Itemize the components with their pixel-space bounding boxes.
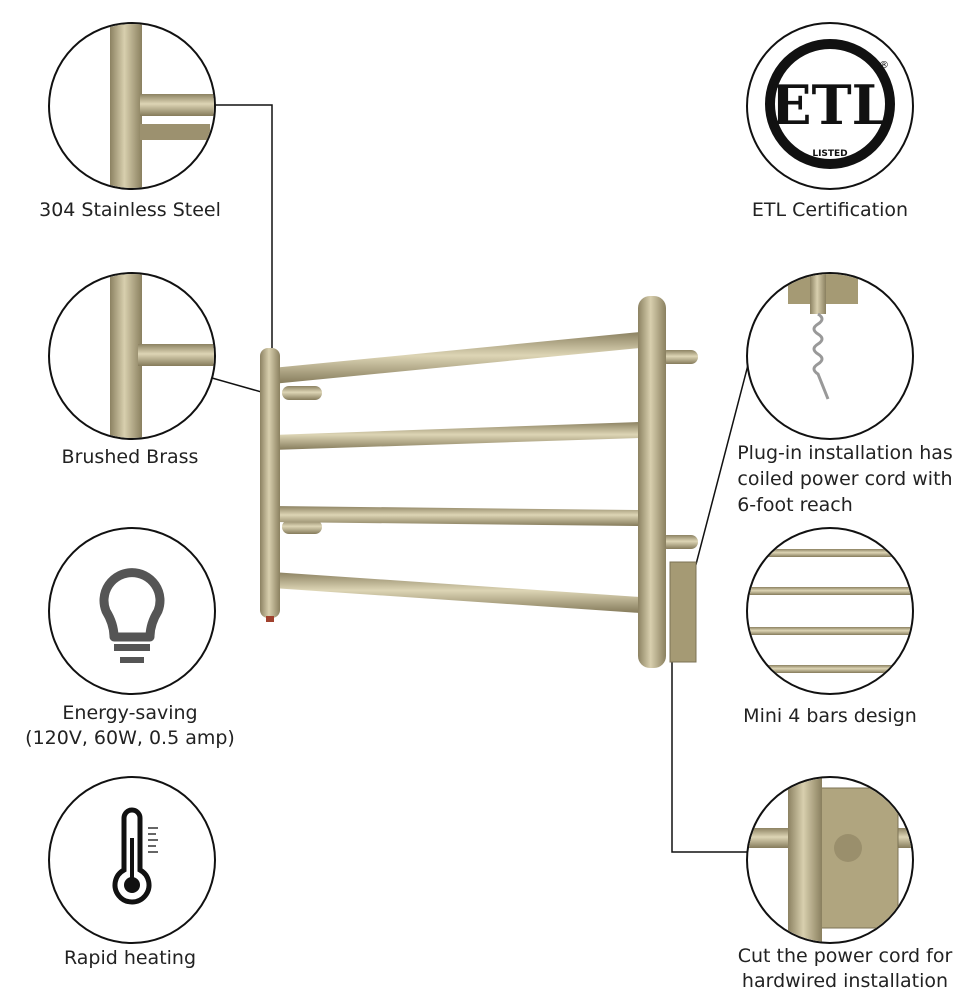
left-post [260,348,280,618]
svg-text:®: ® [879,60,889,71]
bar-3 [272,506,640,526]
feature-label-line3: 6-foot reach [737,494,853,516]
feature-label-line2: hardwired installation [741,970,949,992]
svg-text:ETL: ETL [770,73,889,137]
feature-etl-circle: ETL LISTED ® [746,22,914,190]
bar-2 [272,422,640,450]
right-post [638,296,666,668]
feature-label: Plug-in installation has [737,442,953,464]
feature-label: Energy-saving [62,702,198,724]
feature-label: Brushed Brass [61,446,199,468]
connector-lines [211,104,750,853]
etl-logo: ETL LISTED ® [765,39,895,169]
feature-label: Cut the power cord for [737,945,953,967]
svg-text:LISTED: LISTED [812,149,847,159]
bar-1 [272,332,640,384]
wall-mount [669,561,697,663]
feature-heating-circle [48,776,216,944]
feature-steel-circle [48,22,216,190]
lightbulb-icon [99,568,165,663]
feature-bars-circle [746,527,914,695]
thermometer-icon [112,807,158,905]
feature-mount-circle [746,776,914,944]
towel-rack [260,296,698,668]
rear-standoff [282,386,322,400]
feature-label-line2: coiled power cord with [737,468,953,490]
feature-sublabel: (120V, 60W, 0.5 amp) [25,727,235,749]
feature-label: 304 Stainless Steel [39,199,221,221]
rear-standoff [660,350,698,364]
feature-label: Rapid heating [63,947,197,969]
feature-energy-circle [48,527,216,695]
feature-label: Mini 4 bars design [743,705,917,727]
feature-brass-circle [48,272,216,440]
rear-standoff [282,520,322,534]
bar-4 [272,572,640,613]
feature-label: ETL Certification [751,199,909,221]
feature-cord-circle [746,272,914,440]
rear-standoff [660,535,698,549]
